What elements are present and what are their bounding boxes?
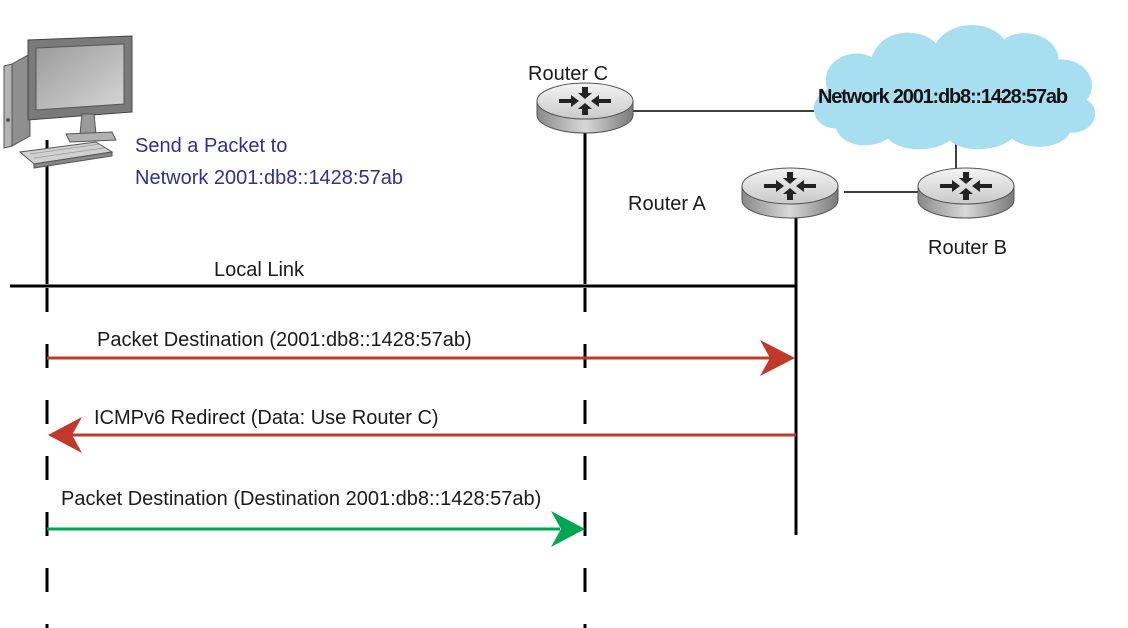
router-c-label: Router C	[528, 63, 608, 85]
network-label: Network 2001:db8::1428:57ab	[818, 86, 1068, 108]
local-link-label: Local Link	[214, 259, 305, 281]
router-c-icon	[536, 82, 634, 134]
message-2-label: ICMPv6 Redirect (Data: Use Router C)	[94, 407, 439, 429]
router-b-icon	[917, 167, 1015, 219]
send-packet-line2: Network 2001:db8::1428:57ab	[135, 167, 403, 189]
router-b-label: Router B	[928, 237, 1007, 259]
message-3-label: Packet Destination (Destination 2001:db8…	[61, 488, 541, 510]
message-3-arrowhead	[551, 511, 585, 547]
message-1-arrowhead	[760, 340, 795, 376]
cloud-icon	[813, 25, 1096, 150]
computer-icon	[3, 35, 133, 169]
router-a-icon	[741, 167, 839, 219]
message-2-arrowhead	[48, 417, 82, 453]
send-packet-line1: Send a Packet to	[135, 135, 287, 157]
router-a-label: Router A	[628, 193, 706, 215]
message-1-label: Packet Destination (2001:db8::1428:57ab)	[97, 329, 472, 351]
